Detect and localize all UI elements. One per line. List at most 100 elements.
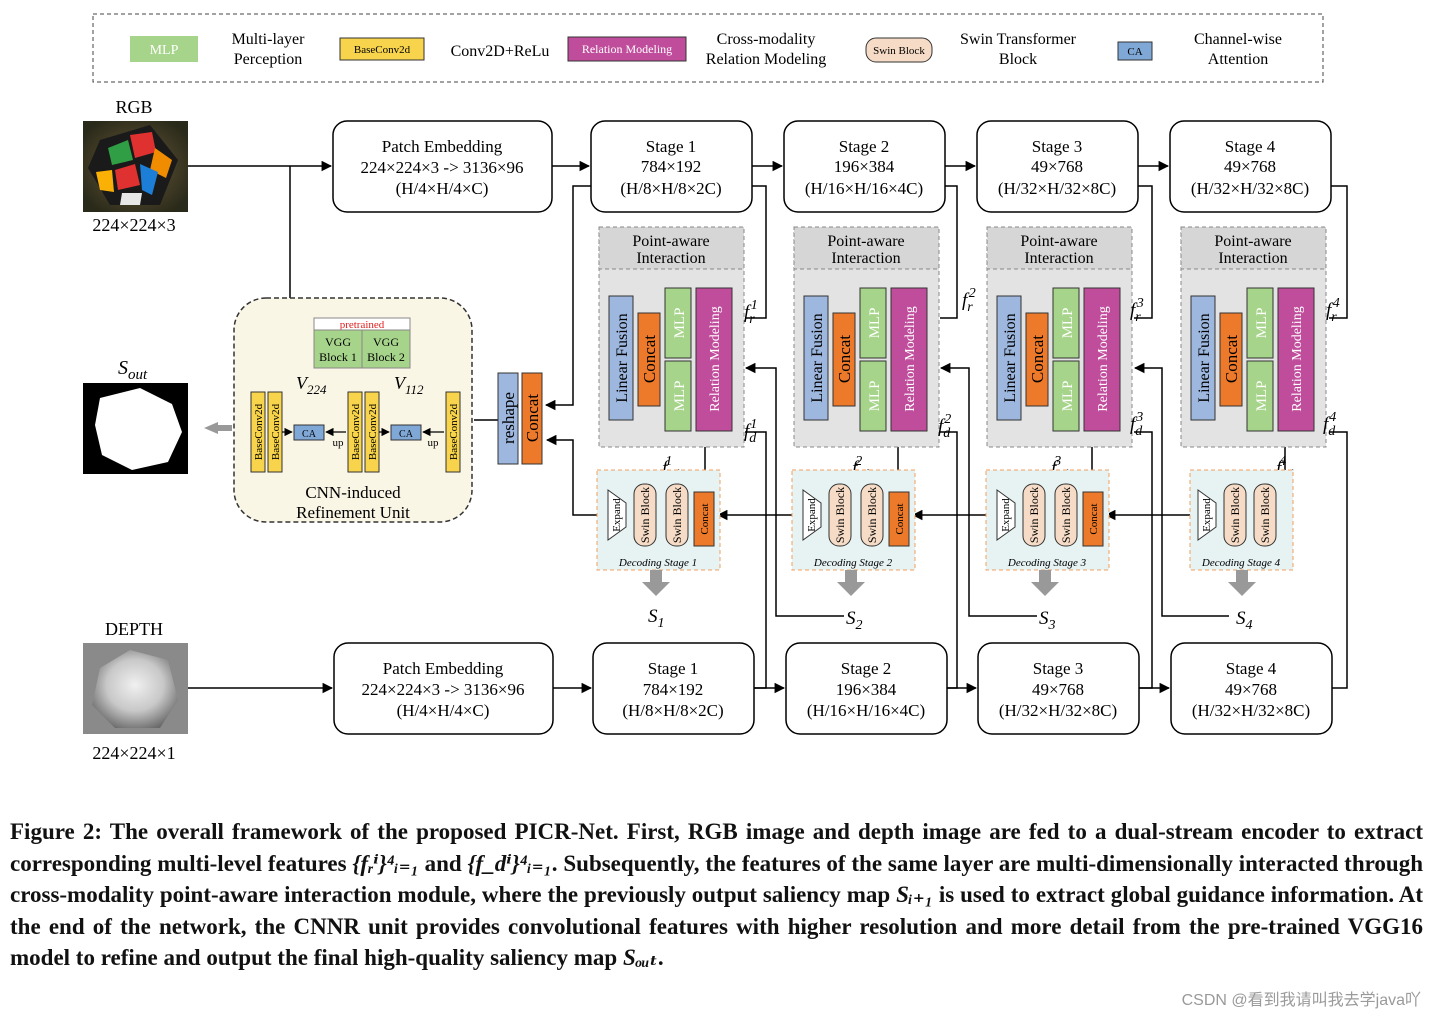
decoding-stage-1: Expand Swin Block Swin Block Concat Deco… — [596, 469, 721, 631]
svg-text:Stage 2: Stage 2 — [839, 137, 890, 156]
svg-text:S3: S3 — [1039, 608, 1056, 633]
s-out-mask — [95, 388, 182, 470]
pai-block-4: Point-aware Interaction Linear Fusion Co… — [1180, 226, 1327, 448]
legend-ca-desc-2: Attention — [1208, 51, 1268, 68]
depth-stage-2: Stage 2 196×384 (H/16×H/16×4C) — [785, 642, 948, 735]
svg-text:Concat: Concat — [640, 335, 659, 383]
svg-text:MLP: MLP — [867, 381, 883, 412]
svg-text:(H/32×H/32×8C): (H/32×H/32×8C) — [1191, 179, 1309, 198]
svg-text:(H/32×H/32×8C): (H/32×H/32×8C) — [1192, 701, 1310, 720]
figure-caption: Figure 2: The overall framework of the p… — [10, 816, 1423, 974]
fr1-label: fr1 — [744, 298, 758, 327]
svg-text:VGG: VGG — [325, 335, 351, 349]
concat-label: Concat — [523, 394, 542, 442]
svg-text:Point-aware: Point-aware — [1214, 233, 1291, 250]
svg-text:up: up — [333, 437, 345, 449]
depth-stage-4: Stage 4 49×768 (H/32×H/32×8C) — [1170, 642, 1333, 735]
legend-mlp-swatch — [130, 36, 198, 62]
s-out-label: Sout — [118, 357, 148, 383]
rgb-patch-title: Patch Embedding — [382, 137, 503, 156]
legend-mlp-label: MLP — [150, 43, 179, 58]
svg-text:Linear Fusion: Linear Fusion — [1196, 313, 1213, 402]
caption-set-r: {fᵣⁱ}⁴ᵢ₌₁ — [352, 850, 419, 876]
caption-s-next: Sᵢ₊₁ — [896, 882, 933, 907]
caption-part-1: Figure 2: The overall framework of the p… — [10, 819, 1423, 876]
legend-frame — [92, 13, 1324, 83]
legend-ca-desc-1: Channel-wise — [1194, 31, 1282, 48]
legend-relation-desc-1: Cross-modality — [717, 31, 816, 48]
legend-mlp-desc-2: Perception — [234, 51, 302, 68]
svg-text:Stage 4: Stage 4 — [1226, 659, 1277, 678]
legend: MLP Multi-layer Perception BaseConv2d Co… — [92, 13, 1324, 83]
fd2-label: fd2 — [938, 412, 951, 441]
svg-text:Stage 1: Stage 1 — [648, 659, 699, 678]
svg-text:CA: CA — [399, 429, 414, 440]
legend-swin-desc-1: Swin Transformer — [960, 31, 1077, 48]
legend-baseconv-swatch — [339, 37, 425, 61]
fr3-label: fr3 — [1130, 296, 1144, 325]
svg-text:Interaction: Interaction — [636, 250, 705, 267]
svg-text:up: up — [428, 437, 440, 449]
legend-baseconv-label: BaseConv2d — [354, 44, 411, 56]
svg-text:Expand: Expand — [806, 498, 818, 532]
svg-text:Expand: Expand — [1201, 498, 1213, 532]
svg-text:(H/32×H/32×8C): (H/32×H/32×8C) — [998, 179, 1116, 198]
fr2-label: fr2 — [962, 286, 976, 315]
svg-text:196×384: 196×384 — [836, 680, 897, 699]
svg-text:BaseConv2d: BaseConv2d — [253, 403, 265, 460]
svg-text:BaseConv2d: BaseConv2d — [448, 403, 460, 460]
svg-text:MLP: MLP — [1254, 381, 1270, 412]
caption-part-2: . Subsequently, the features of the same… — [10, 850, 1423, 908]
svg-text:Relation Modeling: Relation Modeling — [1096, 306, 1111, 411]
s-out-arrow-body — [218, 425, 232, 431]
svg-text:Block 2: Block 2 — [367, 350, 405, 364]
svg-text:(H/16×H/16×4C): (H/16×H/16×4C) — [807, 701, 925, 720]
svg-text:Decoding Stage 3: Decoding Stage 3 — [1007, 557, 1087, 569]
legend-ca-swatch — [1117, 41, 1153, 61]
fd4-label: fd4 — [1323, 410, 1336, 439]
cnnr-unit: pretrained VGG Block 1 VGG Block 2 V224 … — [233, 297, 473, 523]
rgb-patch-embedding: Patch Embedding 224×224×3 -> 3136×96 (H/… — [332, 120, 553, 213]
depth-patch-embedding: Patch Embedding 224×224×3 -> 3136×96 (H/… — [333, 642, 554, 735]
fd1-label: fd1 — [744, 417, 757, 446]
v224-label: V224 — [296, 373, 327, 397]
fd3-label: fd3 — [1130, 410, 1143, 439]
pretrained-label: pretrained — [340, 319, 385, 331]
rgb-patch-dims: 224×224×3 -> 3136×96 — [360, 158, 523, 177]
rgb-stage-1: Stage 1 784×192 (H/8×H/8×2C) — [590, 120, 753, 213]
svg-text:Expand: Expand — [611, 498, 623, 532]
svg-text:Expand: Expand — [1000, 498, 1012, 532]
legend-relation-label: Relation Modeling — [582, 42, 672, 56]
svg-text:Linear Fusion: Linear Fusion — [809, 313, 826, 402]
svg-text:MLP: MLP — [1254, 308, 1270, 339]
rgb-size: 224×224×3 — [92, 215, 175, 235]
svg-text:Point-aware: Point-aware — [1020, 233, 1097, 250]
framework-diagram: MLP Multi-layer Perception BaseConv2d Co… — [83, 13, 1348, 763]
reshape-label: reshape — [499, 392, 518, 444]
depth-patch-title: Patch Embedding — [383, 659, 504, 678]
depth-input: DEPTH 224×224×1 — [83, 619, 188, 763]
csdn-watermark: CSDN @看到我请叫我去学java吖 — [1181, 992, 1421, 1009]
svg-text:Swin Block: Swin Block — [1059, 487, 1073, 543]
svg-text:Decoding Stage 1: Decoding Stage 1 — [618, 557, 697, 569]
svg-text:Concat: Concat — [835, 335, 854, 383]
svg-text:VGG: VGG — [373, 335, 399, 349]
decoding-stage-3: Expand Swin Block Swin Block Concat Deco… — [985, 469, 1110, 633]
svg-text:196×384: 196×384 — [834, 157, 895, 176]
svg-text:S4: S4 — [1236, 608, 1253, 633]
svg-text:Concat: Concat — [1088, 503, 1100, 534]
legend-mlp-desc-1: Multi-layer — [232, 31, 306, 48]
cnnr-title-2: Refinement Unit — [296, 503, 410, 522]
legend-swin-desc-2: Block — [999, 51, 1037, 68]
svg-text:Swin Block: Swin Block — [670, 487, 684, 543]
s-out-output: Sout — [83, 357, 232, 474]
svg-text:49×768: 49×768 — [1224, 157, 1276, 176]
svg-text:Decoding Stage 2: Decoding Stage 2 — [813, 557, 893, 569]
caption-set-d: {f_dⁱ}⁴ᵢ₌₁ — [467, 850, 552, 876]
svg-text:Concat: Concat — [1222, 335, 1241, 383]
caption-part-3: is used to extract global guidance infor… — [10, 882, 1423, 970]
decoding-stage-4: Expand Swin Block Swin Block Decoding St… — [1189, 469, 1294, 633]
s-out-arrow-head — [204, 422, 218, 434]
v112-label: V112 — [394, 373, 424, 397]
